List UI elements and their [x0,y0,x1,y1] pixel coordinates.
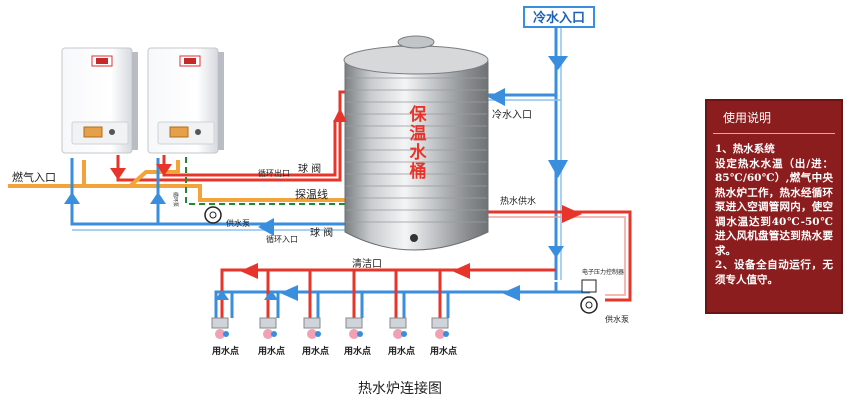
boiler-pump-tag-label: 循环泵 [172,192,179,207]
arrow-left-icon [240,263,258,279]
gas-inlet-label: 燃气入口 [12,170,56,184]
use-point-label: 用水点 [257,345,285,357]
boiler-right [147,47,224,154]
instructions-title: 使用说明 [713,101,835,134]
svg-text:保温水桶: 保温水桶 [409,104,428,182]
probe-line-pipe [185,157,350,205]
tank-name-char: 温 [410,124,427,144]
tank-name-char: 保 [409,104,428,125]
arrow-left-icon [452,263,470,279]
arrow-left-icon [488,88,505,106]
tank-name-char: 水 [410,142,428,163]
faucet-icon [303,317,321,339]
tank-name-char: 桶 [410,161,427,182]
use-point-label: 用水点 [301,345,329,357]
ball-valve-top-label: 球 阀 [298,162,321,175]
use-point-label: 用水点 [429,345,457,357]
arrow-down-icon [548,246,564,258]
use-point-label: 用水点 [343,345,371,357]
arrow-down-icon [548,160,568,178]
arrow-left-icon [258,218,274,236]
arrow-down-icon [156,164,172,176]
diagram-caption: 热水炉连接图 [358,380,442,397]
hot-supply-label: 热水供水 [500,195,536,207]
arrow-up-icon [64,192,80,204]
probe-line-label: 探温线 [295,187,328,201]
use-point-label: 用水点 [387,345,415,357]
arrow-up-icon [264,290,278,300]
arrow-down-icon [110,168,126,180]
faucet-icon [259,317,277,339]
clean-out-label: 清洁口 [352,257,382,270]
arrow-left-icon [502,285,520,301]
pressure-controller-label: 电子压力控制器 [582,268,624,276]
use-point-label: 用水点 [211,345,239,357]
instructions-panel: 使用说明 1、热水系统 设定热水水温（出/进：85℃/60℃）,燃气中央热水炉工… [705,99,843,314]
faucet-icon [389,317,407,339]
pressure-controller-icon [581,279,597,293]
cold-inlet-box [523,6,595,28]
arrow-left-icon [280,285,298,301]
supply-pump-left-label: 供水泵 [226,218,250,228]
flow-arrows [64,56,582,301]
use-point-faucets [211,317,449,339]
faucet-icon [211,317,229,339]
hot-supply-pipe [485,210,632,302]
return-distribution-pipe [214,282,590,318]
pump-right-icon [580,296,598,314]
arrow-up-icon [333,108,347,122]
tank-name-label: 保温水桶 [409,104,428,182]
ball-valve-bottom-label: 球 阀 [310,226,333,239]
circulation-in-pipe [70,158,350,231]
arrow-up-icon [215,290,229,300]
circulation-in-label: 循环入口 [266,234,298,244]
use-point-labels: 用水点 用水点 用水点 用水点 用水点 用水点 [211,345,457,357]
boiler-left [61,47,138,154]
faucet-icon [345,317,363,339]
arrow-down-icon [548,56,568,70]
cold-inlet-top-label: 冷水入口 [533,10,585,26]
cold-inlet-pipe [485,28,562,280]
insulated-water-tank [343,35,489,251]
instructions-body: 1、热水系统 设定热水水温（出/进：85℃/60℃）,燃气中央热水炉工作，热水经… [715,143,833,286]
arrow-up-icon [150,192,166,204]
faucet-icon [431,317,449,339]
cold-inlet-tank-label: 冷水入口 [492,108,532,121]
supply-pump-right-label: 供水泵 [605,314,629,324]
arrow-right-icon [562,205,582,223]
pump-left-icon [204,206,222,224]
circulation-out-label: 循环出口 [258,168,290,178]
hot-distribution-pipe [220,268,556,318]
